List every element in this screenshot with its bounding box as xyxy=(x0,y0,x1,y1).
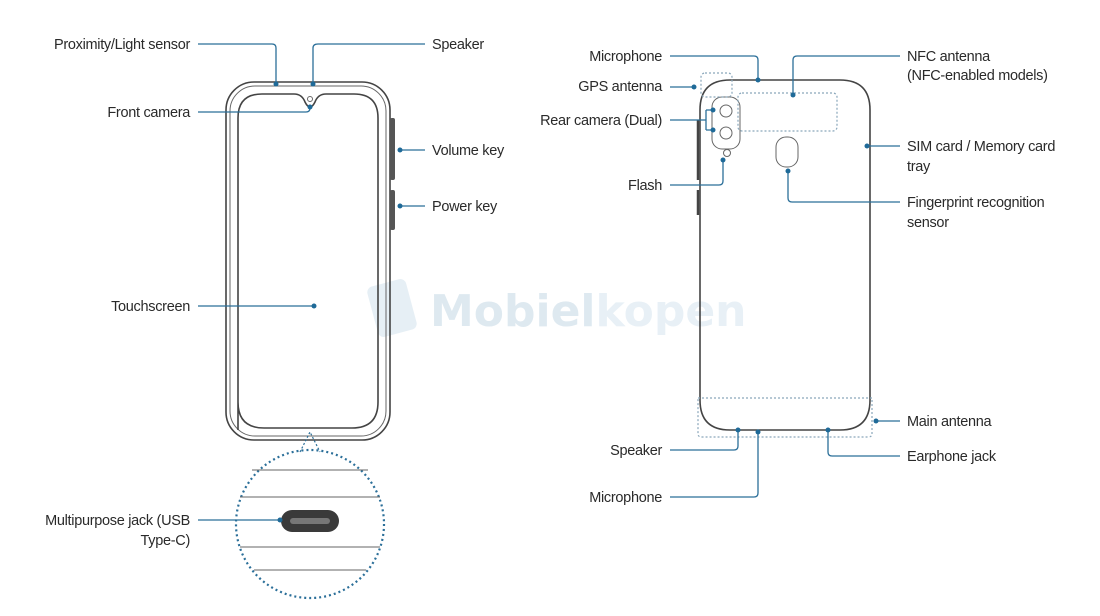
label-sim-tray-2: tray xyxy=(907,159,931,175)
nfc-area xyxy=(737,92,838,132)
label-sim-tray: SIM card / Memory card xyxy=(907,139,1055,155)
label-multipurpose-jack: Multipurpose jack (USB xyxy=(45,513,190,529)
label-earphone-jack: Earphone jack xyxy=(907,449,997,465)
volume-key xyxy=(390,118,395,180)
label-microphone-top: Microphone xyxy=(589,49,662,65)
watermark-logo: Mobielkopen xyxy=(367,279,747,337)
label-front-speaker: Speaker xyxy=(432,37,484,53)
front-phone xyxy=(225,81,395,441)
label-fingerprint-2: sensor xyxy=(907,215,949,231)
label-multipurpose-jack-2: Type-C) xyxy=(141,533,190,549)
label-volume-key: Volume key xyxy=(432,143,505,159)
label-power-key: Power key xyxy=(432,199,498,215)
label-gps-antenna: GPS antenna xyxy=(578,79,663,95)
front-labels: Proximity/Light sensor Speaker Front cam… xyxy=(45,37,505,549)
label-front-camera: Front camera xyxy=(107,105,191,121)
label-nfc-antenna-2: (NFC-enabled models) xyxy=(907,68,1048,84)
label-microphone-bottom: Microphone xyxy=(589,490,662,506)
svg-text:Mobielkopen: Mobielkopen xyxy=(430,286,747,337)
label-proximity-sensor: Proximity/Light sensor xyxy=(54,37,191,53)
usb-jack-closeup xyxy=(234,430,386,600)
power-key xyxy=(390,190,395,230)
back-phone xyxy=(696,72,873,438)
label-main-antenna: Main antenna xyxy=(907,414,993,430)
label-bottom-speaker: Speaker xyxy=(610,443,662,459)
front-camera-icon xyxy=(307,96,313,102)
flash-icon xyxy=(723,149,731,157)
label-fingerprint: Fingerprint recognition xyxy=(907,195,1045,211)
label-flash: Flash xyxy=(628,178,662,194)
label-nfc-antenna: NFC antenna xyxy=(907,49,991,65)
bottom-antenna-area xyxy=(697,397,873,438)
label-touchscreen: Touchscreen xyxy=(111,299,190,315)
gps-area xyxy=(700,72,733,98)
fingerprint-sensor xyxy=(775,136,799,168)
label-rear-camera: Rear camera (Dual) xyxy=(540,113,662,129)
back-labels: Microphone GPS antenna Rear camera (Dual… xyxy=(540,49,1056,506)
